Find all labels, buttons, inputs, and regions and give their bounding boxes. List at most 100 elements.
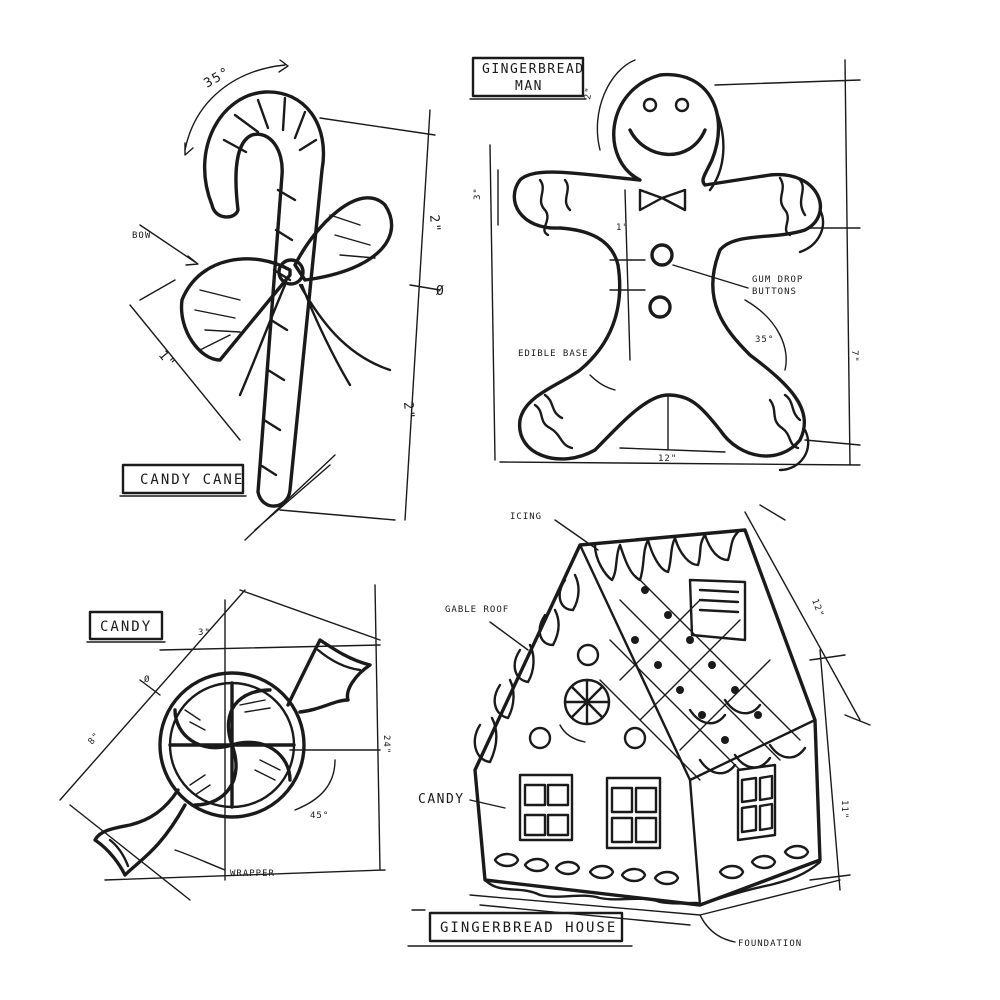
house-icing-drips — [593, 530, 740, 582]
gingerbread-man-title-line2: MAN — [515, 79, 543, 94]
bow-knot — [277, 258, 305, 286]
cane-shadow — [244, 454, 336, 541]
gingerbread-man-body — [512, 73, 823, 461]
candy-8in-text: 8" — [87, 731, 103, 747]
house-candy-decoration — [528, 726, 552, 750]
candy-cane-title: CANDY CANE — [140, 472, 244, 488]
roof-dot — [641, 586, 649, 594]
roof-dot — [754, 711, 762, 719]
house-window-side — [736, 763, 777, 842]
wrapper-leader-line — [174, 849, 226, 871]
man-35deg-text: 35° — [755, 335, 774, 345]
gable-roof-label: GABLE ROOF — [445, 605, 509, 615]
man-7in-text: 7" — [849, 350, 859, 363]
cane-angle-arrows — [184, 59, 289, 156]
edible-base-label: EDIBLE BASE — [518, 349, 589, 359]
house-chimney — [688, 578, 747, 642]
bow-ribbons — [238, 283, 392, 397]
bow-label: BOW — [132, 231, 151, 241]
house-candy-decoration — [576, 643, 600, 667]
cane-1in-text: 1" — [155, 348, 178, 372]
gum-drop-button-2 — [648, 295, 672, 319]
cane-angle-text: 35° — [202, 64, 234, 91]
house-11in-text: 11" — [839, 800, 849, 819]
gingerbread-man-bowtie — [638, 188, 687, 212]
gingerbread-man-left-eye — [642, 97, 658, 113]
cane-width-dimension — [129, 279, 241, 441]
man-1in-text: 1" — [616, 223, 629, 233]
house-base-candies — [493, 844, 810, 886]
bow-leader-arrow — [185, 255, 199, 266]
roof-dot — [731, 686, 739, 694]
gum-drop-label-line2: BUTTONS — [752, 287, 797, 297]
gingerbread-man-shadow-edge — [708, 108, 825, 472]
candy-swirl-pattern — [168, 681, 296, 809]
candy-dimension-lines — [59, 584, 386, 901]
house-roof-lattice — [599, 579, 801, 781]
candy-phi-text: Ø — [144, 674, 150, 685]
house-gable-edges — [578, 543, 817, 907]
foundation-label: FOUNDATION — [738, 939, 802, 949]
man-12in-text: 12" — [658, 454, 677, 464]
roof-dot — [631, 636, 639, 644]
gingerbread-man-head-angle-arc — [596, 59, 636, 151]
cane-phi-text: Ø — [436, 284, 445, 299]
candy-24in-text: 24" — [381, 735, 391, 754]
house-leader-lines — [469, 519, 736, 943]
gingerbread-man-leader-lines — [589, 264, 749, 391]
gingerbread-man-title-box — [469, 56, 587, 100]
house-peppermint-spokes — [563, 678, 611, 726]
wrapper-creases — [108, 648, 362, 868]
wrapper-label: WRAPPER — [230, 869, 275, 879]
candy-disc — [158, 671, 306, 819]
wrapper-left-twist — [93, 788, 187, 877]
gingerbread-house-title-box — [407, 909, 633, 947]
candy-cane-illustration — [129, 59, 441, 541]
man-3in-text: 3" — [473, 187, 483, 200]
bow-left-loop — [179, 257, 292, 362]
candy-hatching — [184, 699, 281, 796]
wrapper-right-twist — [286, 638, 372, 714]
candy-title-box — [86, 610, 166, 643]
wrapped-candy-illustration — [59, 584, 386, 901]
gingerbread-man-smile — [628, 128, 707, 157]
cane-angle-arc — [184, 64, 286, 151]
house-candy-label: CANDY — [418, 792, 465, 807]
candy-cane-title-box — [119, 463, 247, 497]
house-candy-decoration — [623, 726, 647, 750]
gingerbread-man-right-eye — [674, 97, 690, 113]
house-outline — [473, 528, 822, 907]
roof-dot — [654, 661, 662, 669]
candy-cane-stripes — [222, 96, 318, 477]
bow-leader-line — [139, 224, 196, 263]
candy-45deg-text: 45° — [310, 811, 329, 821]
roof-dot — [708, 661, 716, 669]
man-2in-top-text: 2" — [583, 86, 595, 100]
gingerbread-man-illustration — [489, 59, 861, 472]
icing-label: ICING — [510, 512, 542, 522]
roof-dot — [698, 711, 706, 719]
house-window-center — [605, 776, 662, 850]
roof-dot — [664, 611, 672, 619]
cane-dimension-lines — [279, 109, 441, 521]
candy-angle-arc — [294, 759, 336, 811]
gingerbread-man-icing-squiggles — [533, 176, 807, 450]
house-base-icing — [483, 860, 822, 907]
roof-dot — [721, 736, 729, 744]
candy-3in-text: 3" — [198, 628, 211, 638]
gingerbread-man-dimension-lines — [489, 59, 861, 466]
gingerbread-house-title: GINGERBREAD HOUSE — [440, 920, 617, 936]
candy-title: CANDY — [100, 619, 152, 635]
candy-cane-body — [202, 90, 326, 508]
cane-2in-top-text: 2" — [426, 214, 443, 234]
gingerbread-house-illustration — [469, 504, 871, 943]
house-foundation-lines — [469, 879, 841, 926]
gingerbread-man-title-line1: GINGERBREAD — [482, 62, 585, 77]
roof-dot — [686, 636, 694, 644]
house-12in-text: 12" — [809, 598, 825, 620]
gum-drop-label-line1: GUM DROP — [752, 275, 803, 285]
house-window-left — [518, 773, 574, 842]
gum-drop-button-1 — [650, 243, 674, 267]
house-left-roof-scallops — [473, 573, 580, 764]
